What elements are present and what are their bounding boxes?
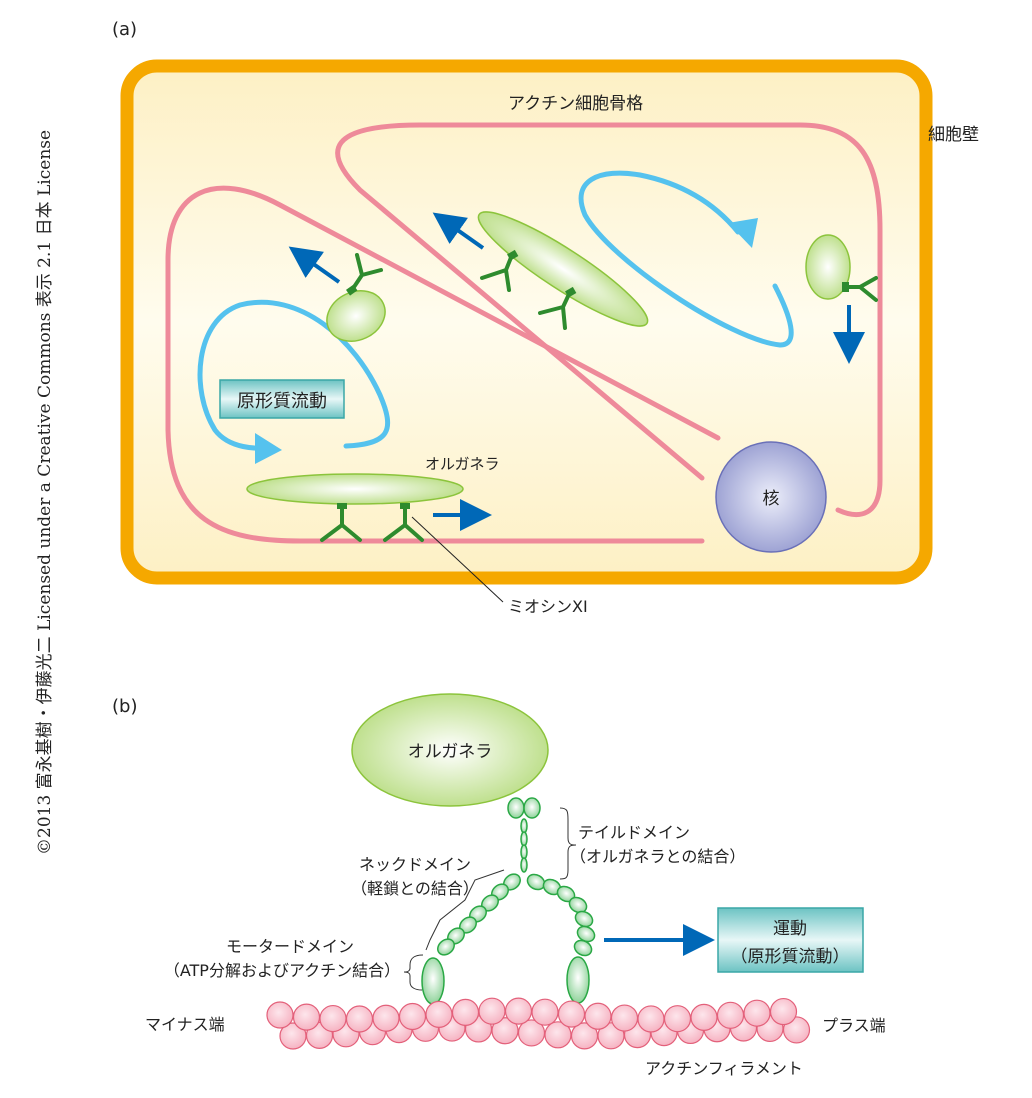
streaming-box: [219, 379, 345, 419]
tail-domain-label: テイルドメイン: [578, 823, 690, 842]
actin-bead: [451, 998, 480, 1026]
actin-bead: [345, 1005, 374, 1033]
actin-bead: [398, 1002, 427, 1031]
actin-bead: [769, 997, 798, 1026]
actin-bead: [637, 1005, 665, 1033]
motion-arrows: [288, 212, 865, 531]
actin-bead: [292, 1003, 321, 1031]
actin-bead: [491, 1017, 519, 1045]
myosin-label: ミオシンXI: [508, 597, 588, 616]
myosin-molecules: [320, 253, 878, 542]
myosin-bead: [566, 956, 590, 1004]
myosin-bead: [568, 896, 588, 914]
organelle-label-b: オルガネラ: [408, 742, 493, 762]
actin-bead: [266, 1001, 294, 1029]
myosin-bead: [520, 844, 528, 860]
actin-bead: [425, 1000, 453, 1028]
myosin-leader-line: [411, 516, 504, 603]
actin-cytoskeleton-label: アクチン細胞骨格: [508, 94, 643, 114]
actin-bead: [716, 1001, 745, 1029]
organelle-bottom: [246, 473, 464, 505]
cell-wall-label: 細胞壁: [928, 125, 979, 145]
actin-bead: [690, 1003, 718, 1031]
actin-bead: [478, 997, 506, 1025]
actin-bead: [319, 1004, 347, 1033]
actin-filament-outer: [165, 185, 721, 544]
movement-label: 運動: [773, 919, 807, 939]
streaming-arrowhead-right: [728, 218, 758, 248]
brace-neck: [425, 869, 505, 951]
myosin-heads: [337, 249, 849, 509]
actin-filaments: [165, 122, 883, 544]
cell-wall: [120, 59, 933, 585]
myosin-bead: [520, 831, 528, 847]
plus-end-label: プラス端: [822, 1016, 886, 1035]
myosin-bead: [421, 957, 445, 1005]
actin-bead: [584, 1002, 612, 1030]
streaming-arrows: [197, 170, 794, 451]
organelle-small-left: [326, 290, 386, 342]
movement-box: [717, 907, 864, 973]
panel-b-label: (b): [112, 696, 137, 717]
streaming-arrow-right: [578, 170, 794, 348]
cell: [120, 59, 933, 585]
nucleus-label: 核: [763, 489, 780, 509]
streaming-box-label: 原形質流動: [237, 391, 327, 412]
neck-domain-label: ネックドメイン: [359, 855, 471, 874]
actin-bead: [504, 997, 533, 1025]
actin-bead: [517, 1019, 546, 1047]
actin-bead: [610, 1004, 639, 1032]
motor-domain-sub: （ATP分解およびアクチン結合）: [164, 961, 400, 980]
streaming-arrow-left: [197, 299, 391, 451]
brace-tail: [559, 807, 577, 880]
organelle-small-right: [805, 234, 851, 300]
actin-bead: [531, 998, 559, 1026]
myosin-bead: [574, 910, 594, 928]
organelle-elongated: [477, 211, 649, 327]
panel-a-label: (a): [112, 19, 137, 40]
myosin-molecule: [421, 797, 596, 1005]
actin-bead: [663, 1005, 692, 1033]
myosin-bead: [437, 938, 455, 956]
motion-arrow-left: [288, 246, 341, 284]
brace-motor: [403, 954, 424, 991]
myosin-bottom-2: [383, 505, 424, 542]
myosin-bead: [523, 797, 541, 819]
myosin-bottom-1: [320, 505, 362, 542]
actin-filament: [266, 997, 811, 1050]
actin-filament-inner: [335, 122, 883, 517]
actin-bead: [372, 1004, 400, 1032]
organelle-label-a: オルガネラ: [425, 455, 500, 473]
streaming-arrowhead-left: [255, 433, 282, 464]
myosin-bead: [520, 857, 528, 873]
myosin-bead: [507, 797, 525, 819]
organelle-large: [351, 693, 549, 807]
actin-filament-label: アクチンフィラメント: [645, 1059, 803, 1078]
copyright-credit: ©2013 富永基樹・伊藤光二 Licensed under a Creativ…: [35, 130, 55, 855]
motor-domain-label: モータードメイン: [226, 937, 354, 956]
movement-sub: （原形質流動）: [731, 947, 850, 967]
domain-braces: [403, 807, 577, 991]
neck-domain-sub: （軽鎖との結合）: [351, 879, 479, 898]
nucleus: [715, 441, 827, 553]
tail-domain-sub: （オルガネラとの結合）: [570, 847, 745, 866]
minus-end-label: マイナス端: [145, 1015, 225, 1034]
myosin-right: [846, 276, 878, 302]
motion-arrow-mid: [432, 212, 485, 250]
actin-bead: [557, 1000, 586, 1028]
actin-bead: [743, 999, 771, 1027]
myosin-bead: [573, 939, 593, 957]
myosin-bead: [520, 818, 528, 834]
